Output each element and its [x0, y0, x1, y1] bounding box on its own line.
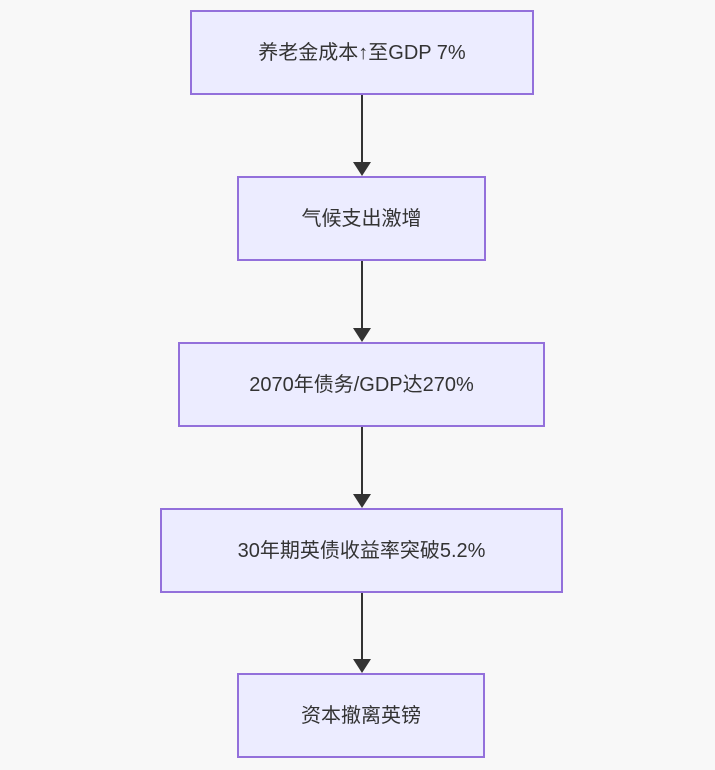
edge-arrow-3 [353, 427, 371, 508]
node-pension-cost-label: 养老金成本↑至GDP 7% [258, 41, 466, 64]
arrow-shaft [361, 95, 363, 164]
arrow-shaft [361, 427, 363, 496]
node-climate-spending: 气候支出激增 [237, 176, 486, 261]
arrow-head-icon [353, 659, 371, 673]
node-climate-spending-label: 气候支出激增 [301, 207, 422, 230]
edge-arrow-1 [353, 95, 371, 176]
node-debt-gdp-label: 2070年债务/GDP达270% [249, 373, 474, 396]
node-pension-cost: 养老金成本↑至GDP 7% [190, 10, 534, 95]
node-capital-flight-label: 资本撤离英镑 [301, 704, 421, 727]
arrow-head-icon [353, 494, 371, 508]
edge-arrow-2 [353, 261, 371, 342]
node-gilt-yield: 30年期英债收益率突破5.2% [160, 508, 563, 593]
arrow-shaft [361, 593, 363, 661]
arrow-head-icon [353, 328, 371, 342]
node-gilt-yield-label: 30年期英债收益率突破5.2% [237, 539, 486, 562]
edge-arrow-4 [353, 593, 371, 673]
arrow-shaft [361, 261, 363, 330]
node-capital-flight: 资本撤离英镑 [237, 673, 485, 758]
node-debt-gdp: 2070年债务/GDP达270% [178, 342, 545, 427]
arrow-head-icon [353, 162, 371, 176]
